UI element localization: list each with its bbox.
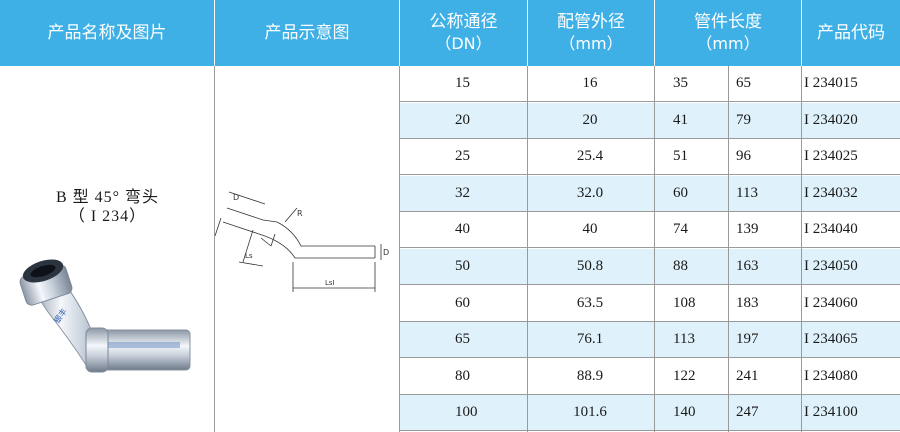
code-cell: I 234015 bbox=[804, 75, 858, 91]
dn-cell: 20 bbox=[455, 111, 470, 128]
product-cell bbox=[0, 66, 215, 432]
od-cell: 40 bbox=[582, 221, 598, 238]
length2-cell: 65 bbox=[736, 75, 751, 91]
header-length-unit: （mm） bbox=[696, 34, 760, 53]
dn-cell: 60 bbox=[455, 294, 470, 311]
table-row: 40 40 74 139 I 234040 bbox=[400, 212, 900, 249]
dn-cell: 15 bbox=[455, 75, 470, 91]
length2-cell: 139 bbox=[736, 221, 759, 238]
diagram-label-r: R bbox=[297, 209, 303, 218]
od-cell: 50.8 bbox=[576, 258, 604, 274]
length2-cell: 247 bbox=[736, 404, 759, 421]
code-cell: I 234050 bbox=[804, 258, 858, 274]
diagram-label-ls: Ls bbox=[245, 252, 253, 260]
length2-cell: 241 bbox=[736, 367, 759, 384]
table-row: 80 88.9 122 241 I 234080 bbox=[400, 359, 900, 395]
header-dn-label: 公称通径 bbox=[429, 12, 498, 32]
diagram-cell bbox=[215, 66, 400, 432]
table-row: 25 25.4 51 96 I 234025 bbox=[400, 139, 900, 176]
dn-cell: 65 bbox=[455, 331, 470, 348]
length1-cell: 60 bbox=[673, 184, 688, 201]
code-cell: I 234025 bbox=[804, 148, 858, 165]
product-photo: 银丰 bbox=[19, 259, 191, 373]
product-caption: B 型 45° 弯头 （ I 234） bbox=[0, 188, 215, 226]
diagram-label-lsi: LsI bbox=[325, 279, 335, 287]
od-cell: 16 bbox=[582, 75, 598, 91]
header-product-name: 产品名称及图片 bbox=[0, 0, 215, 66]
header-od-label: 配管外径 bbox=[557, 12, 625, 32]
code-cell: I 234032 bbox=[804, 184, 858, 201]
length2-cell: 183 bbox=[736, 294, 759, 311]
code-cell: I 234065 bbox=[804, 331, 858, 348]
table-row: 15 16 35 65 I 234015 bbox=[400, 66, 900, 102]
length1-cell: 35 bbox=[673, 75, 688, 91]
dn-cell: 100 bbox=[455, 404, 478, 421]
elbow-diagram: D R Ls LsI D bbox=[215, 191, 389, 292]
product-model: （ I 234） bbox=[68, 208, 147, 225]
od-cell: 101.6 bbox=[573, 404, 607, 421]
length2-cell: 197 bbox=[736, 331, 759, 348]
header-diagram: 产品示意图 bbox=[215, 0, 400, 66]
code-cell: I 234100 bbox=[804, 404, 858, 421]
code-cell: I 234040 bbox=[804, 221, 858, 238]
header-dn: 公称通径 （DN） bbox=[400, 0, 528, 66]
length1-cell: 88 bbox=[673, 258, 688, 274]
header-code-label: 产品代码 bbox=[817, 23, 885, 43]
od-cell: 32.0 bbox=[576, 184, 604, 201]
diagram-label-d-right: D bbox=[383, 248, 389, 257]
header-od: 配管外径 （mm） bbox=[528, 0, 655, 66]
header-product-name-label: 产品名称及图片 bbox=[47, 23, 167, 43]
table-row: 60 63.5 108 183 I 234060 bbox=[400, 286, 900, 322]
dn-cell: 40 bbox=[455, 221, 470, 238]
dn-cell: 80 bbox=[455, 367, 470, 384]
length1-cell: 108 bbox=[673, 294, 696, 311]
table-row: 50 50.8 88 163 I 234050 bbox=[400, 249, 900, 285]
header-length-label: 管件长度 bbox=[694, 12, 762, 32]
od-cell: 20 bbox=[582, 111, 598, 128]
header-length: 管件长度 （mm） bbox=[655, 0, 802, 66]
code-cell: I 234060 bbox=[804, 294, 858, 311]
length1-cell: 51 bbox=[673, 148, 688, 165]
code-cell: I 234020 bbox=[804, 111, 858, 128]
length1-cell: 140 bbox=[673, 404, 696, 421]
table-row: 20 20 41 79 I 234020 bbox=[400, 102, 900, 139]
length2-cell: 79 bbox=[736, 111, 751, 128]
dn-cell: 50 bbox=[455, 258, 470, 274]
header-od-unit: （mm） bbox=[559, 34, 623, 53]
table-row: 65 76.1 113 197 I 234065 bbox=[400, 322, 900, 359]
code-cell: I 234080 bbox=[804, 367, 858, 384]
length2-cell: 113 bbox=[736, 184, 758, 201]
length2-cell: 163 bbox=[736, 258, 759, 274]
header-code: 产品代码 bbox=[802, 0, 900, 66]
header-diagram-label: 产品示意图 bbox=[264, 23, 350, 43]
header-dn-unit: （DN） bbox=[435, 34, 492, 53]
length1-cell: 74 bbox=[673, 221, 688, 238]
od-cell: 76.1 bbox=[576, 331, 604, 348]
length1-cell: 41 bbox=[673, 111, 688, 128]
dn-cell: 32 bbox=[455, 184, 470, 201]
table-row: 100 101.6 140 247 I 234100 bbox=[400, 395, 900, 432]
od-cell: 88.9 bbox=[576, 367, 604, 384]
diagram-label-d-left: D bbox=[233, 193, 239, 202]
dn-cell: 25 bbox=[455, 148, 470, 165]
product-name: B 型 45° 弯头 bbox=[55, 189, 160, 206]
length1-cell: 122 bbox=[673, 367, 696, 384]
length2-cell: 96 bbox=[736, 148, 751, 165]
od-cell: 63.5 bbox=[576, 294, 604, 311]
od-cell: 25.4 bbox=[576, 148, 604, 165]
table-row: 32 32.0 60 113 I 234032 bbox=[400, 175, 900, 212]
length1-cell: 113 bbox=[673, 331, 695, 348]
